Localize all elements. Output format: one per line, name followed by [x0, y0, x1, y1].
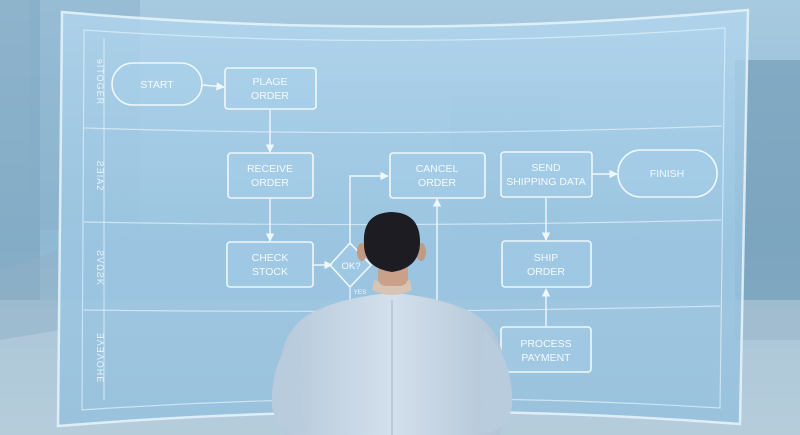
node-cancel-order	[389, 152, 486, 199]
node-check-stock	[226, 241, 314, 288]
node-check-stock-label-2: STOCK	[252, 266, 288, 278]
arrow-decision-to-cancel	[349, 171, 389, 245]
node-cancel-order-label-1: CANCEL	[416, 163, 459, 175]
lane-label-sales: ƧƎIA2	[95, 161, 105, 192]
node-process-payment-label-2: PAYMENT	[521, 352, 571, 364]
node-check-stock-label-1: CHECK	[252, 252, 289, 264]
node-receive-order	[227, 152, 314, 199]
node-finish-label: FINISH	[650, 168, 684, 180]
lane-label-finance: ƎΛƎΛOHE	[95, 333, 105, 384]
node-ship-order-label-1: SHIP	[534, 252, 559, 264]
node-start-label: START	[140, 79, 174, 91]
node-place-order-label-2: ORDER	[251, 90, 289, 102]
node-receive-order-label-1: RECEIVE	[247, 163, 293, 175]
node-finish	[617, 149, 718, 198]
branch-yes-label: YES	[353, 289, 367, 296]
node-cancel-order-label-2: ORDER	[418, 177, 456, 189]
node-send-shipping-label-1: SEND	[531, 162, 561, 174]
lane-labels: ɘITOGER ƧƎIA2 ƧVΩƧK ƎΛƎΛOHE	[95, 59, 105, 383]
person-back-view	[271, 212, 513, 435]
node-ship-order	[501, 240, 592, 288]
node-place-order-label-1: PLAGE	[252, 76, 287, 88]
flow-nodes	[111, 62, 718, 373]
arrow-start-to-place	[202, 82, 225, 91]
lane-label-stock: ƧVΩƧK	[95, 250, 105, 286]
node-process-payment-label-1: PROCESS	[520, 338, 571, 350]
node-send-shipping-label-2: SHIPPING DATA	[506, 176, 586, 188]
node-receive-order-label-2: ORDER	[251, 177, 289, 189]
node-decision-label: OK?	[341, 261, 360, 272]
lane-label-logistics: ɘITOGER	[95, 59, 105, 105]
node-place-order	[224, 67, 317, 110]
node-ship-order-label-2: ORDER	[527, 266, 565, 278]
node-start	[111, 62, 203, 106]
node-send-shipping	[500, 151, 593, 198]
